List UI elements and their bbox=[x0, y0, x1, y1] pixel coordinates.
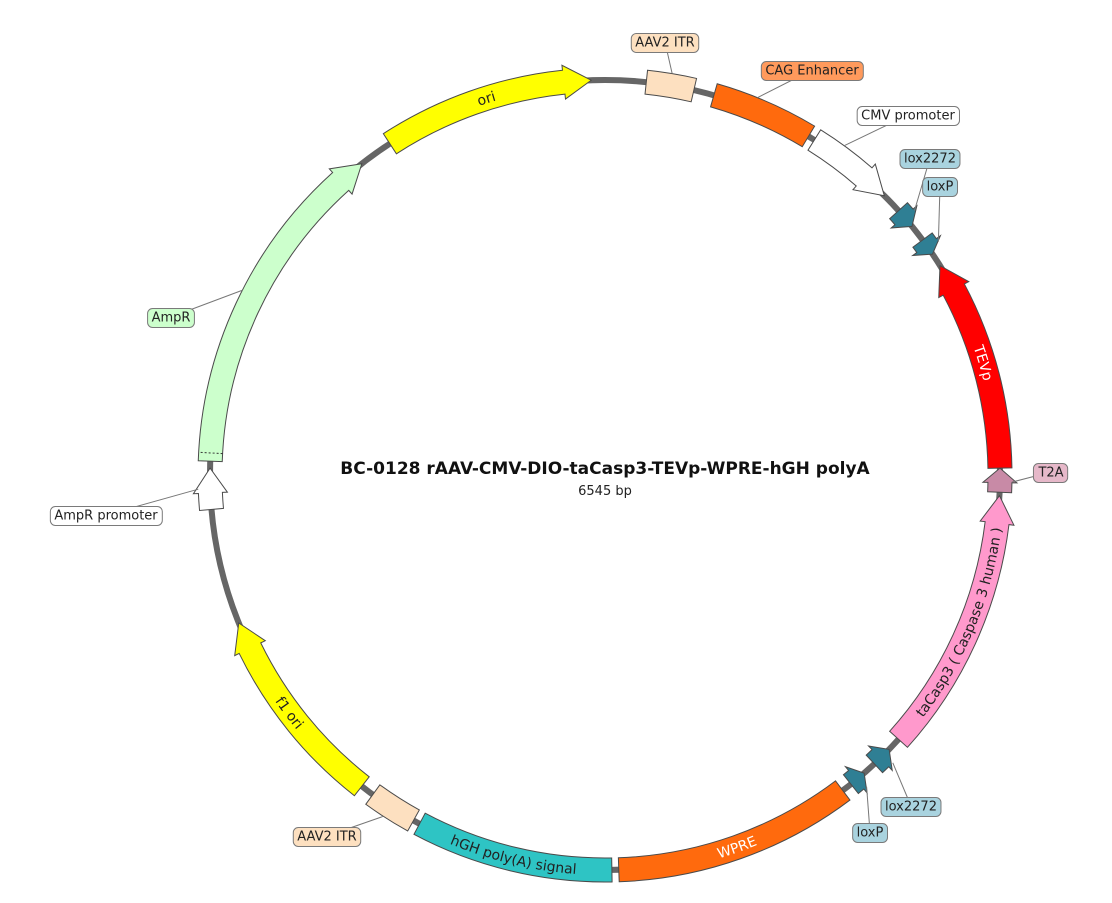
callout-t2a[interactable]: T2A bbox=[1011, 463, 1069, 483]
feature-shape-ori bbox=[382, 64, 593, 155]
feature-shape-cag-enhancer bbox=[709, 83, 816, 148]
feature-cag-enhancer[interactable] bbox=[709, 83, 816, 148]
callout-label-lox2272-top: lox2272 bbox=[904, 152, 956, 167]
feature-shape-ampr-promoter bbox=[192, 467, 229, 512]
callout-aav2-itr-top[interactable]: AAV2 ITR bbox=[630, 33, 700, 74]
feature-shape-aav2-itr-top bbox=[644, 69, 698, 103]
callout-box-ampr-promoter bbox=[49, 506, 163, 526]
feature-shape-t2a bbox=[981, 467, 1019, 494]
callout-cmv-promoter[interactable]: CMV promoter bbox=[844, 106, 960, 147]
feature-shape-tevp bbox=[938, 264, 1013, 469]
callout-label-aav2-itr-top: AAV2 ITR bbox=[635, 36, 694, 51]
feature-t2a[interactable] bbox=[981, 467, 1019, 494]
feature-cmv-promoter[interactable] bbox=[807, 129, 886, 197]
callout-label-loxp-bottom: loxP bbox=[857, 826, 884, 841]
callout-aav2-itr-bottom[interactable]: AAV2 ITR bbox=[292, 815, 384, 847]
callout-label-t2a: T2A bbox=[1037, 466, 1063, 481]
feature-shape-lox2272-top bbox=[888, 201, 918, 229]
feature-shape-cmv-promoter bbox=[807, 129, 886, 197]
callout-ampr[interactable]: AmpR bbox=[147, 289, 243, 328]
feature-loxp-top[interactable] bbox=[911, 232, 942, 257]
callout-lox2272-top[interactable]: lox2272 bbox=[899, 149, 961, 211]
callout-label-ampr-promoter: AmpR promoter bbox=[54, 509, 158, 524]
callout-label-cmv-promoter: CMV promoter bbox=[861, 109, 955, 124]
feature-tevp[interactable]: TEVp bbox=[938, 264, 1013, 469]
feature-label-ori: ori bbox=[475, 89, 497, 110]
feature-shape-loxp-bottom bbox=[842, 765, 868, 795]
callout-box-lox2272-top bbox=[899, 149, 961, 169]
feature-ori[interactable]: ori bbox=[382, 64, 593, 155]
feature-hgh-polya[interactable]: hGH poly(A) signal bbox=[413, 812, 613, 883]
plasmid-title: BC-0128 rAAV-CMV-DIO-taCasp3-TEVp-WPRE-h… bbox=[340, 459, 870, 479]
callout-box-lox2272-bottom bbox=[880, 797, 942, 817]
feature-lox2272-bottom[interactable] bbox=[865, 745, 893, 774]
callout-loxp-top[interactable]: loxP bbox=[922, 177, 959, 242]
callout-box-loxp-bottom bbox=[852, 823, 889, 843]
feature-wpre[interactable]: WPRE bbox=[617, 780, 851, 883]
feature-f1-ori[interactable]: f1 ori bbox=[234, 622, 370, 797]
feature-tacasp3[interactable]: taCasp3 ( Caspase 3 human ) bbox=[888, 494, 1015, 749]
callout-box-loxp-top bbox=[922, 177, 959, 197]
feature-shape-loxp-top bbox=[911, 232, 942, 257]
feature-loxp-bottom[interactable] bbox=[842, 765, 868, 795]
feature-shape-lox2272-bottom bbox=[865, 745, 893, 774]
callout-label-lox2272-bottom: lox2272 bbox=[885, 800, 937, 815]
callout-label-aav2-itr-bottom: AAV2 ITR bbox=[297, 830, 356, 845]
callout-box-t2a bbox=[1032, 463, 1069, 483]
feature-shape-aav2-itr-bottom bbox=[365, 784, 420, 832]
feature-ampr-promoter[interactable] bbox=[192, 467, 229, 512]
feature-ampr[interactable] bbox=[197, 163, 363, 463]
feature-shape-hgh-polya bbox=[413, 812, 613, 883]
feature-aav2-itr-bottom[interactable] bbox=[365, 784, 420, 832]
callout-ampr-promoter[interactable]: AmpR promoter bbox=[49, 488, 199, 526]
callout-cag-enhancer[interactable]: CAG Enhancer bbox=[757, 61, 864, 99]
callout-lox2272-bottom[interactable]: lox2272 bbox=[880, 762, 942, 817]
callout-box-aav2-itr-top bbox=[630, 33, 700, 53]
feature-shape-ampr bbox=[197, 163, 363, 463]
callout-label-loxp-top: loxP bbox=[927, 180, 954, 195]
feature-shape-f1-ori bbox=[234, 622, 370, 797]
feature-shape-wpre bbox=[617, 780, 851, 883]
callout-box-cmv-promoter bbox=[856, 106, 960, 126]
feature-aav2-itr-top[interactable] bbox=[644, 69, 698, 103]
callout-box-aav2-itr-bottom bbox=[292, 827, 362, 847]
callout-loxp-bottom[interactable]: loxP bbox=[852, 786, 889, 843]
callout-label-cag-enhancer: CAG Enhancer bbox=[765, 64, 859, 79]
ampr-segment-divider bbox=[198, 451, 223, 455]
callout-box-ampr bbox=[147, 308, 195, 328]
feature-lox2272-top[interactable] bbox=[888, 201, 918, 229]
feature-shape-tacasp3 bbox=[888, 494, 1015, 749]
plasmid-length: 6545 bp bbox=[578, 484, 632, 499]
callout-label-ampr: AmpR bbox=[152, 311, 191, 326]
callout-box-cag-enhancer bbox=[760, 61, 864, 81]
